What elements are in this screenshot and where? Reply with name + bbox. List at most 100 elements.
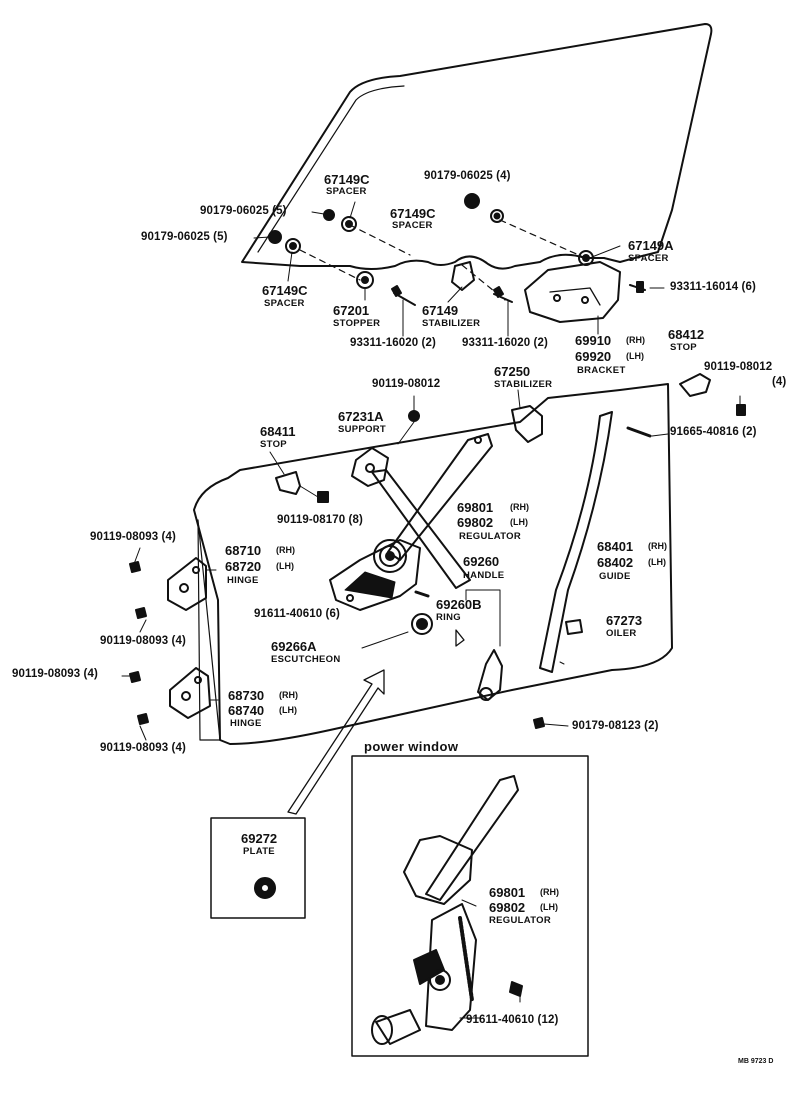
- label-67231a: 67231A: [338, 409, 384, 424]
- label-67273: 67273: [606, 613, 643, 628]
- label-rh-5: (RH): [279, 690, 298, 700]
- stop-68411: [275, 471, 301, 495]
- label-90119-08170: 90119-08170 (8): [277, 514, 363, 526]
- label-lh-6: (LH): [540, 902, 558, 912]
- label-67149c-3: 67149C: [262, 283, 308, 298]
- label-68411: 68411: [260, 424, 296, 439]
- label-rh-4: (RH): [648, 541, 667, 551]
- label-rh-3: (RH): [276, 545, 295, 555]
- label-stopper: STOPPER: [333, 318, 381, 329]
- power-window-box: [351, 755, 589, 1057]
- label-bracket: BRACKET: [577, 365, 626, 376]
- window-handle: [477, 649, 503, 701]
- label-regulator-1: REGULATOR: [459, 531, 521, 542]
- label-lh-5: (LH): [279, 705, 297, 715]
- label-spacer-3: SPACER: [264, 298, 305, 309]
- lower-hinge: [169, 667, 211, 719]
- glass-inner-edge: [257, 85, 405, 253]
- label-68412: 68412: [668, 327, 705, 342]
- label-90119-08093-3: 90119-08093 (4): [12, 668, 98, 680]
- escutcheon: [411, 613, 433, 635]
- label-90179-06025-4: 90179-06025 (4): [424, 170, 511, 182]
- door-inner-panel: [193, 383, 673, 745]
- upper-hinge: [167, 557, 207, 611]
- power-regulator: [371, 775, 519, 1045]
- manual-regulator: [329, 433, 493, 611]
- label-stop-1: STOP: [670, 342, 697, 353]
- label-stop-2: STOP: [260, 439, 287, 450]
- label-power-window: power window: [364, 739, 459, 754]
- label-pw-69801: 69801: [489, 885, 526, 900]
- label-regulator-2: REGULATOR: [489, 915, 551, 926]
- label-68720: 68720: [225, 559, 262, 574]
- label-lh-1: (LH): [626, 351, 644, 361]
- label-67149c-1: 67149C: [324, 172, 370, 187]
- label-lh-2: (LH): [510, 517, 528, 527]
- label-pw-69802: 69802: [489, 900, 526, 915]
- label-plate: PLATE: [243, 846, 275, 857]
- label-67149: 67149: [422, 303, 459, 318]
- label-69801: 69801: [457, 500, 494, 515]
- label-oiler: OILER: [606, 628, 637, 639]
- glass-bracket: [524, 261, 621, 323]
- label-90119-08093-4: 90119-08093 (4): [100, 742, 186, 754]
- label-68401: 68401: [597, 539, 634, 554]
- stop-68412: [679, 373, 711, 397]
- label-68730: 68730: [228, 688, 265, 703]
- label-90119-08012-r: 90119-08012: [704, 361, 773, 373]
- label-90119-08093-1: 90119-08093 (4): [90, 531, 176, 543]
- label-91611-40610-12: 91611-40610 (12): [466, 1014, 559, 1026]
- label-stabilizer-1: STABILIZER: [422, 318, 481, 329]
- label-guide: GUIDE: [599, 571, 631, 582]
- label-qty-4-r: (4): [772, 376, 787, 388]
- label-90119-08012: 90119-08012: [372, 378, 441, 390]
- label-69920: 69920: [575, 349, 612, 364]
- label-69260b: 69260B: [436, 597, 482, 612]
- door-glass: [241, 23, 713, 270]
- label-90179-08123: 90179-08123 (2): [572, 720, 659, 732]
- label-rh-6: (RH): [540, 887, 559, 897]
- label-90179-06025-5a: 90179-06025 (5): [200, 205, 287, 217]
- label-67250: 67250: [494, 364, 531, 379]
- label-69910: 69910: [575, 333, 612, 348]
- pointer-arrow: [287, 669, 385, 815]
- label-ring: RING: [436, 612, 461, 623]
- label-91611-40610-6: 91611-40610 (6): [254, 608, 340, 620]
- label-67149c-2: 67149C: [390, 206, 436, 221]
- label-rh-1: (RH): [626, 335, 645, 345]
- label-93311-16020-a: 93311-16020 (2): [350, 337, 436, 349]
- label-hinge-2: HINGE: [230, 718, 262, 729]
- label-67149a: 67149A: [628, 238, 674, 253]
- label-69266a: 69266A: [271, 639, 317, 654]
- label-rh-2: (RH): [510, 502, 529, 512]
- label-69260: 69260: [463, 554, 500, 569]
- label-67201: 67201: [333, 303, 370, 318]
- label-spacer-1: SPACER: [326, 186, 367, 197]
- label-90179-06025-5b: 90179-06025 (5): [141, 231, 228, 243]
- label-spacer-2: SPACER: [392, 220, 433, 231]
- label-lh-4: (LH): [648, 557, 666, 567]
- label-91665-40816: 91665-40816 (2): [670, 426, 757, 438]
- label-lh-3: (LH): [276, 561, 294, 571]
- label-support: SUPPORT: [338, 424, 387, 435]
- oiler: [565, 619, 583, 635]
- plate-box: [210, 817, 306, 919]
- label-escutcheon: ESCUTCHEON: [271, 654, 341, 665]
- support-67231a: [351, 447, 389, 487]
- label-93311-16020-b: 93311-16020 (2): [462, 337, 548, 349]
- label-68740: 68740: [228, 703, 265, 718]
- label-stabilizer-2: STABILIZER: [494, 379, 553, 390]
- label-drawing-code: MB 9723 D: [738, 1058, 774, 1065]
- stabilizer-67250: [511, 405, 543, 443]
- label-90119-08093-2: 90119-08093 (4): [100, 635, 186, 647]
- label-spacer-a: SPACER: [628, 253, 669, 264]
- label-hinge-1: HINGE: [227, 575, 259, 586]
- label-68710: 68710: [225, 543, 262, 558]
- label-handle: HANDLE: [463, 570, 505, 581]
- window-guide: [539, 411, 613, 673]
- label-93311-16014: 93311-16014 (6): [670, 281, 756, 293]
- label-68402: 68402: [597, 555, 634, 570]
- label-69272: 69272: [241, 831, 278, 846]
